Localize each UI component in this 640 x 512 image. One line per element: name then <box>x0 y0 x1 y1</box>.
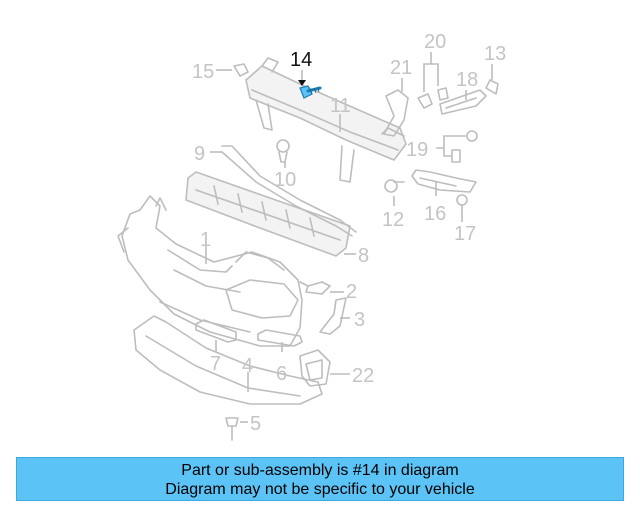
side-brackets <box>305 281 347 335</box>
callout-21: 21 <box>390 57 412 79</box>
caption-banner: Part or sub-assembly is #14 in diagram D… <box>16 457 624 501</box>
callout-17: 17 <box>454 223 476 245</box>
callout-12: 12 <box>382 209 404 231</box>
reinforcement-beam <box>245 57 407 183</box>
caption-line-2: Diagram may not be specific to your vehi… <box>165 481 475 498</box>
callout-9: 9 <box>194 143 205 165</box>
callout-2: 2 <box>346 281 357 303</box>
callout-20: 20 <box>424 31 446 53</box>
callout-3: 3 <box>354 309 365 331</box>
callout-16: 16 <box>424 203 446 225</box>
callout-10: 10 <box>274 169 296 191</box>
side-mounting-brackets <box>383 89 487 193</box>
callout-19: 19 <box>406 139 428 161</box>
callout-labels: 15 14 11 9 10 8 1 2 3 22 4 5 7 6 21 20 1… <box>192 31 506 435</box>
callout-18: 18 <box>456 69 478 91</box>
parts-diagram: 15 14 11 9 10 8 1 2 3 22 4 5 7 6 21 20 1… <box>117 31 506 441</box>
callout-1: 1 <box>200 229 211 251</box>
callout-15: 15 <box>192 61 214 83</box>
callout-13: 13 <box>484 43 506 65</box>
lower-spoiler <box>133 315 323 405</box>
energy-absorber <box>185 171 351 257</box>
callout-5: 5 <box>250 413 261 435</box>
callout-14: 14 <box>290 49 312 71</box>
caption-line-1: Part or sub-assembly is #14 in diagram <box>181 462 459 479</box>
callout-4: 4 <box>242 355 253 377</box>
lower-grille-strips <box>195 319 303 347</box>
callout-6: 6 <box>276 363 287 385</box>
leader-lines <box>205 52 493 423</box>
upper-strip <box>221 145 357 237</box>
callout-22: 22 <box>352 365 374 387</box>
fog-lamp-cover <box>299 349 331 387</box>
highlighted-bolt-part-14[interactable] <box>299 85 322 99</box>
callout-8: 8 <box>358 245 369 267</box>
callout-11: 11 <box>330 95 351 117</box>
callout-7: 7 <box>210 353 221 375</box>
bumper-cover <box>117 195 303 347</box>
fasteners <box>225 63 499 441</box>
